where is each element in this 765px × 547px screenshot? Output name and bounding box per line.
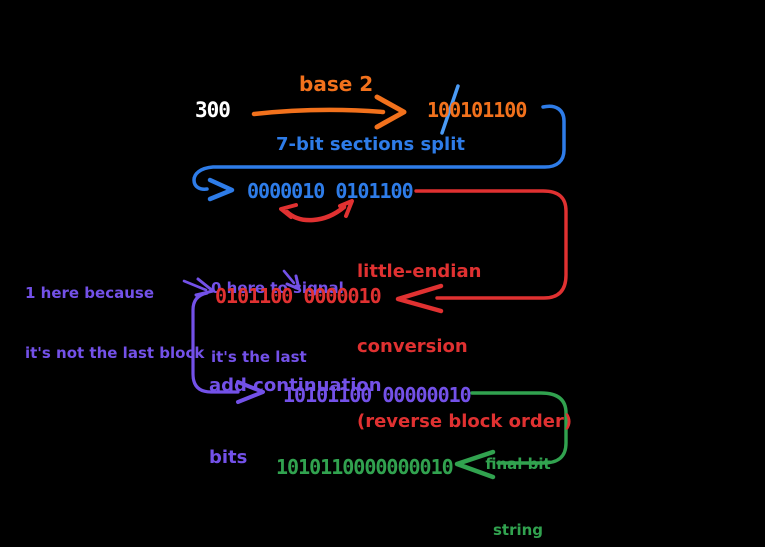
binary-little-endian-value: 0101100 0000010 <box>215 284 382 308</box>
continuation-label-line2: bits <box>209 447 248 468</box>
split-arrow-label: 7-bit sections split <box>276 134 465 155</box>
last-note-line2: it's the last <box>211 348 307 366</box>
decimal-value: 300 <box>195 98 231 122</box>
little-endian-label-line3: (reverse block order) <box>357 411 573 432</box>
not-last-note: 1 here because it's not the last block <box>25 243 204 403</box>
final-label-line1: final bit <box>485 455 551 473</box>
binary-continuation-value: 10101100 00000010 <box>283 383 472 407</box>
continuation-label: add continuation bits <box>209 326 382 518</box>
last-note: 0 here to signal it's the last <box>211 231 344 415</box>
little-endian-label: little-endian conversion (reverse block … <box>357 209 572 484</box>
base2-arrow-label: base 2 <box>299 72 374 96</box>
swap-arrow <box>279 199 354 223</box>
continuation-label-line1: add continuation <box>209 375 382 396</box>
last-note-line1: 0 here to signal <box>211 279 344 297</box>
not-last-note-line1: 1 here because <box>25 284 155 302</box>
final-label-line2: string <box>492 521 544 539</box>
not-last-note-line2: it's not the last block <box>25 344 205 362</box>
base2-arrow <box>251 94 407 130</box>
final-label: final bit string <box>478 409 558 547</box>
little-endian-label-line2: conversion <box>357 336 468 357</box>
little-endian-label-line1: little-endian <box>357 261 482 282</box>
binary-base2-value: 100101100 <box>427 98 527 122</box>
binary-split-value: 0000010 0101100 <box>247 179 414 203</box>
binary-final-value: 1010110000000010 <box>276 455 454 479</box>
